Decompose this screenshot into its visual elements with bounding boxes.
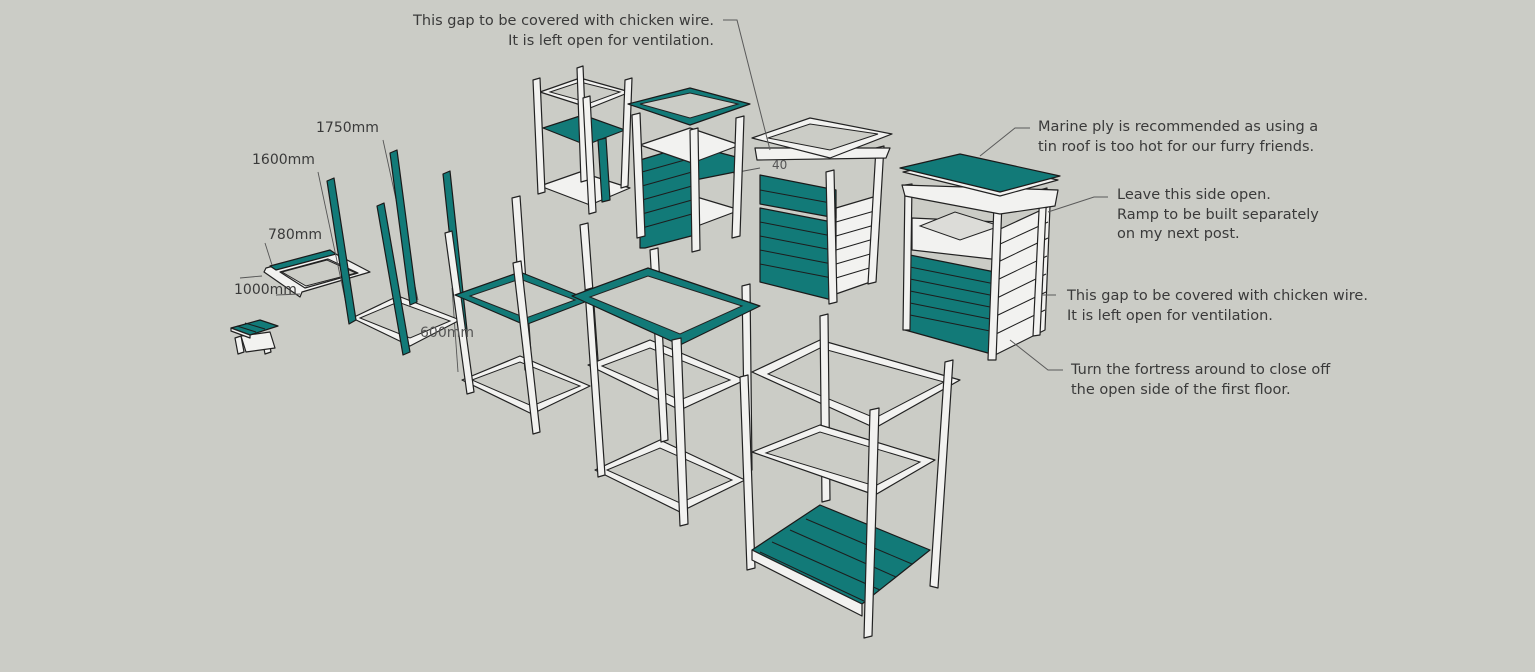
frame-teal-rails-2 xyxy=(571,247,761,527)
step-stool xyxy=(230,319,279,355)
annotation-side-gap-line2: It is left open for ventilation. xyxy=(1067,307,1273,324)
annotation-marine-ply-line1: Marine ply is recommended as using a xyxy=(1038,119,1319,135)
annotation-turn-around-line1: Turn the fortress around to close off xyxy=(1071,362,1331,378)
annotation-turn-around: Turn the fortress around to close off th… xyxy=(1071,361,1330,400)
frame-teal-rails-1 xyxy=(444,195,599,435)
annotation-top-gap-line1: This gap to be covered with chicken wire… xyxy=(413,13,714,29)
frame-teal-floor xyxy=(739,313,961,639)
dimension-780: 780mm xyxy=(268,227,322,243)
cladded-unit xyxy=(751,117,893,305)
annotation-top-gap: This gap to be covered with chicken wire… xyxy=(412,12,714,51)
annotation-side-gap: This gap to be covered with chicken wire… xyxy=(1067,287,1368,326)
two-floor-frame xyxy=(532,65,633,215)
annotation-marine-ply-line2: tin roof is too hot for our furry friend… xyxy=(1038,138,1315,155)
annotation-top-gap-line2: It is left open for ventilation. xyxy=(508,32,714,49)
dimension-1600: 1600mm xyxy=(252,152,315,168)
annotation-open-side: Leave this side open. Ramp to be built s… xyxy=(1117,186,1319,245)
dimension-1750: 1750mm xyxy=(316,120,379,136)
dimension-600: 600mm xyxy=(420,325,474,341)
dimension-40: 40 xyxy=(772,158,788,172)
annotation-open-side-line2: Ramp to be built separately xyxy=(1117,206,1319,223)
leader-lines xyxy=(723,19,1108,371)
annotation-open-side-line3: on my next post. xyxy=(1117,226,1240,242)
dimension-1000: 1000mm xyxy=(234,282,297,298)
finished-fortress xyxy=(899,153,1061,361)
annotation-marine-ply: Marine ply is recommended as using a tin… xyxy=(1038,118,1318,157)
annotation-side-gap-line1: This gap to be covered with chicken wire… xyxy=(1067,288,1368,304)
annotation-turn-around-line2: the open side of the first floor. xyxy=(1071,381,1291,398)
teal-walls-frame xyxy=(627,87,751,253)
annotation-open-side-line1: Leave this side open. xyxy=(1117,187,1271,203)
